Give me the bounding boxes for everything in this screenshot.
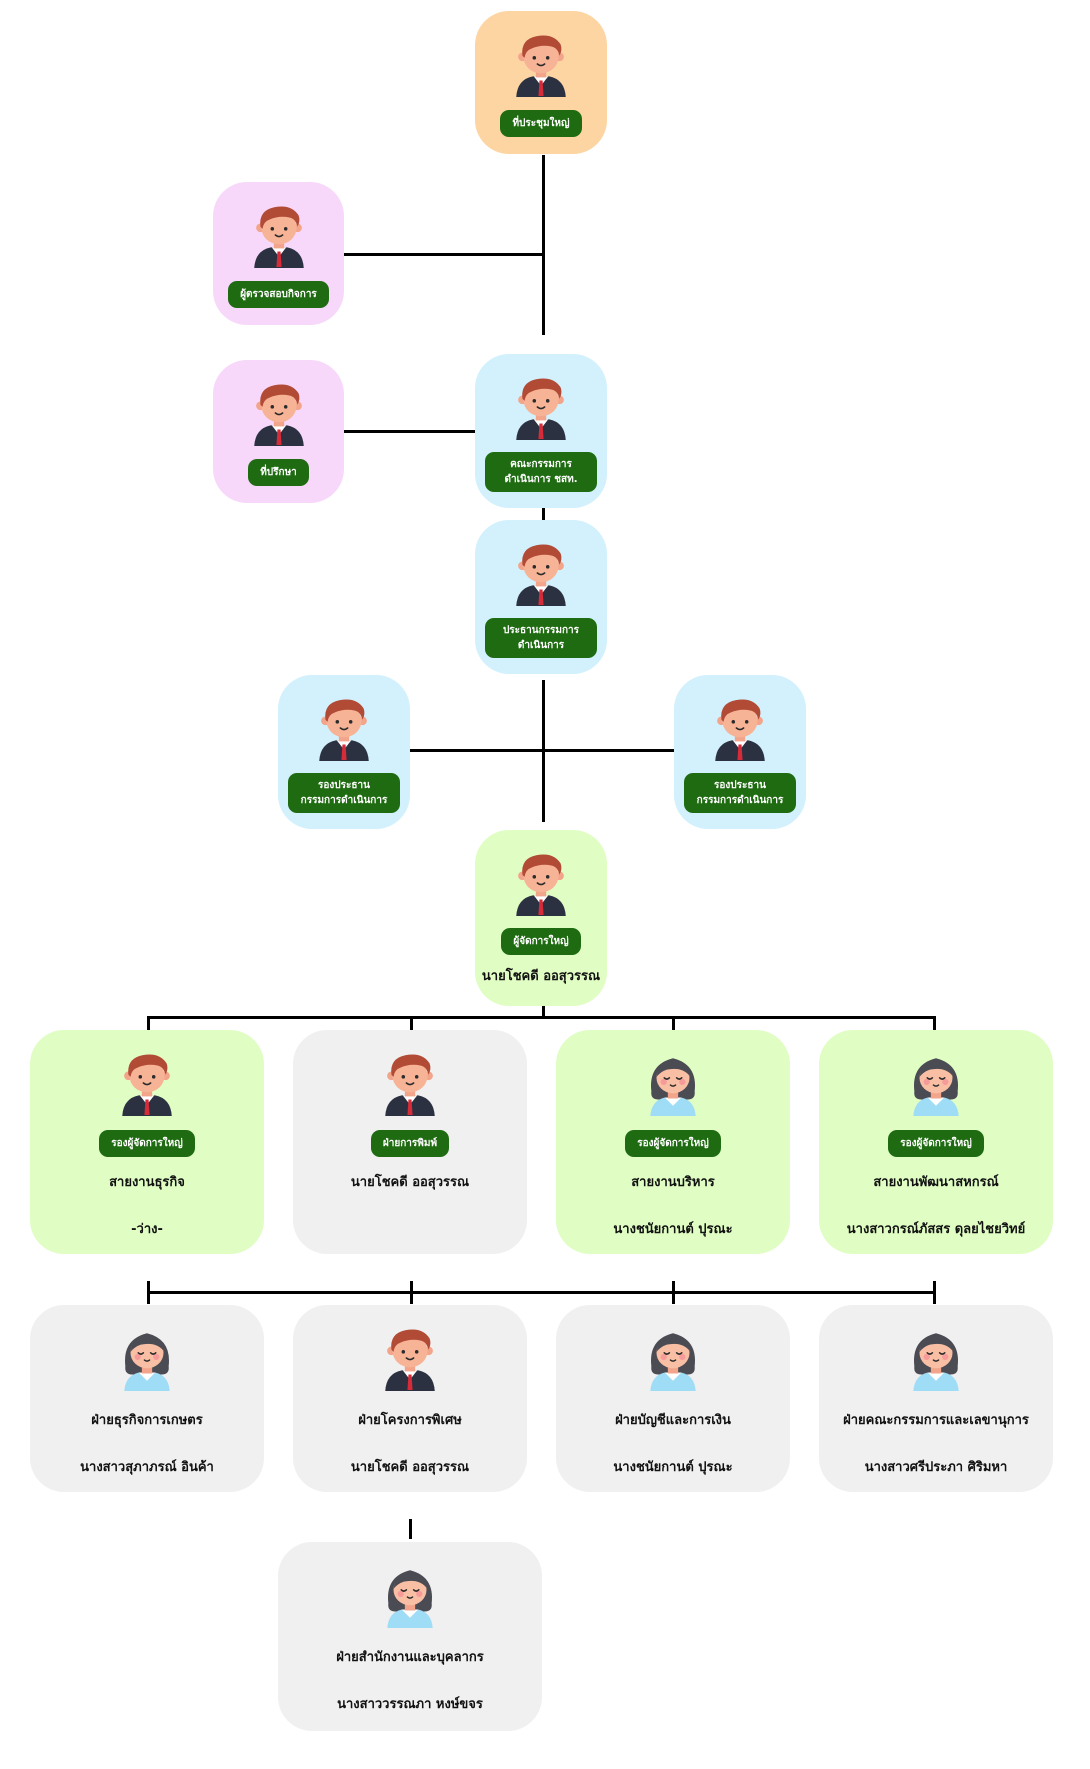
connector-auditor: [343, 253, 544, 256]
role-badge: รองประธาน กรรมการดำเนินการ: [288, 773, 400, 813]
role-badge: ผู้ตรวจสอบกิจการ: [228, 281, 329, 308]
connector-level4-drop-4: [933, 1016, 936, 1030]
connector-level4-drop-1: [147, 1016, 150, 1030]
dept-name: ฝ่ายสำนักงานและบุคลากร: [336, 1650, 484, 1665]
role-badge: รองผู้จัดการใหญ่: [888, 1130, 984, 1157]
connector-vice-chairs: [409, 749, 675, 752]
woman-avatar-icon: [905, 1050, 967, 1116]
person-name: นางสาวศรีประภา ศิริมหา: [864, 1460, 1008, 1475]
role-badge: ที่ประชุมใหญ่: [500, 110, 582, 137]
node-board-chair: ประธานกรรมการ ดำเนินการ: [475, 520, 607, 674]
node-printing-dept: ฝ่ายการพิมพ์ นายโชคดี ออสุวรรณ: [293, 1030, 527, 1254]
node-agri-business: ฝ่ายธุรกิจการเกษตร นางสาวสุภาภรณ์ อินค้า: [30, 1305, 264, 1492]
woman-avatar-icon: [379, 1562, 441, 1628]
connector-advisor: [343, 430, 476, 433]
person-name: นายโชคดี ออสุวรรณ: [350, 1460, 470, 1475]
node-deputy-admin: รองผู้จัดการใหญ่ สายงานบริหาร นางชนัยกาน…: [556, 1030, 790, 1254]
role-line-1: รองประธาน: [714, 780, 766, 791]
role-line-2: กรรมการดำเนินการ: [300, 795, 388, 806]
role-line-2: กรรมการดำเนินการ: [696, 795, 784, 806]
role-badge: รองประธาน กรรมการดำเนินการ: [684, 773, 796, 813]
connector-level6: [409, 1519, 412, 1539]
connector-level5-stub-1: [147, 1281, 150, 1304]
person-name: นางสาวสุภาภรณ์ อินค้า: [80, 1460, 214, 1475]
node-accounting-finance: ฝ่ายบัญชีและการเงิน นางชนัยกานต์ ปุรณะ: [556, 1305, 790, 1492]
role-line-1: รองประธาน: [318, 780, 370, 791]
node-board: คณะกรรมการ ดำเนินการ ชสท.: [475, 354, 607, 508]
connector-level4-drop-3: [672, 1016, 675, 1030]
node-auditor: ผู้ตรวจสอบกิจการ: [213, 182, 344, 325]
dept-name: สายงานพัฒนาสหกรณ์: [873, 1175, 999, 1190]
node-general-meeting: ที่ประชุมใหญ่: [475, 11, 607, 154]
person-name: นางชนัยกานต์ ปุรณะ: [613, 1460, 733, 1475]
man-avatar-icon: [248, 380, 310, 446]
connector-level5-bar: [147, 1291, 936, 1294]
man-avatar-icon: [709, 695, 771, 761]
role-line-2: ดำเนินการ: [517, 640, 565, 651]
man-avatar-icon: [379, 1325, 441, 1391]
node-vice-chair-right: รองประธาน กรรมการดำเนินการ: [674, 675, 806, 829]
man-avatar-icon: [313, 695, 375, 761]
man-avatar-icon: [510, 540, 572, 606]
dept-name: ฝ่ายคณะกรรมการและเลขานุการ: [843, 1413, 1029, 1428]
dept-name: สายงานบริหาร: [631, 1175, 715, 1190]
node-deputy-coop-dev: รองผู้จัดการใหญ่ สายงานพัฒนาสหกรณ์ นางสา…: [819, 1030, 1053, 1254]
node-special-projects: ฝ่ายโครงการพิเศษ นายโชคดี ออสุวรรณ: [293, 1305, 527, 1492]
woman-avatar-icon: [905, 1325, 967, 1391]
role-badge: ผู้จัดการใหญ่: [501, 928, 581, 955]
node-advisor: ที่ปรึกษา: [213, 360, 344, 503]
dept-name: ฝ่ายบัญชีและการเงิน: [615, 1413, 731, 1428]
connector-gm-bottom: [542, 1002, 545, 1018]
connector-level4-bar: [147, 1016, 936, 1019]
role-badge: รองผู้จัดการใหญ่: [625, 1130, 721, 1157]
node-deputy-business: รองผู้จัดการใหญ่ สายงานธุรกิจ -ว่าง-: [30, 1030, 264, 1254]
connector-main-top: [542, 155, 545, 335]
connector-board-chair: [542, 508, 545, 520]
person-name: นายโชคดี ออสุวรรณ: [350, 1175, 470, 1190]
dept-name: ฝ่ายโครงการพิเศษ: [358, 1413, 462, 1428]
node-general-manager: ผู้จัดการใหญ่ นายโชคดี ออสุวรรณ: [475, 830, 607, 1006]
dept-name: สายงานธุรกิจ: [109, 1175, 185, 1190]
role-badge: คณะกรรมการ ดำเนินการ ชสท.: [485, 452, 597, 492]
role-badge: ฝ่ายการพิมพ์: [370, 1130, 450, 1157]
role-badge: รองผู้จัดการใหญ่: [99, 1130, 195, 1157]
woman-avatar-icon: [116, 1325, 178, 1391]
man-avatar-icon: [510, 850, 572, 916]
node-office-hr: ฝ่ายสำนักงานและบุคลากร นางสาววรรณภา หงษ์…: [278, 1542, 542, 1731]
role-line-2: ดำเนินการ ชสท.: [504, 474, 578, 485]
man-avatar-icon: [116, 1050, 178, 1116]
dept-name: ฝ่ายธุรกิจการเกษตร: [91, 1413, 203, 1428]
role-line-1: คณะกรรมการ: [510, 459, 572, 470]
person-name: นางชนัยกานต์ ปุรณะ: [613, 1222, 733, 1237]
person-name: นายโชคดี ออสุวรรณ: [481, 969, 601, 984]
node-board-secretariat: ฝ่ายคณะกรรมการและเลขานุการ นางสาวศรีประภ…: [819, 1305, 1053, 1492]
connector-level5-stub-3: [672, 1281, 675, 1304]
woman-avatar-icon: [642, 1050, 704, 1116]
person-name: -ว่าง-: [131, 1222, 163, 1237]
role-line-1: ประธานกรรมการ: [502, 625, 580, 636]
connector-level4-drop-2: [410, 1016, 413, 1030]
node-vice-chair-left: รองประธาน กรรมการดำเนินการ: [278, 675, 410, 829]
woman-avatar-icon: [642, 1325, 704, 1391]
role-badge: ประธานกรรมการ ดำเนินการ: [485, 618, 597, 658]
connector-level5-stub-4: [933, 1281, 936, 1304]
man-avatar-icon: [510, 31, 572, 97]
man-avatar-icon: [248, 202, 310, 268]
person-name: นางสาวกรณ์ภัสสร ดุลยไชยวิทย์: [846, 1222, 1026, 1237]
person-name: นางสาววรรณภา หงษ์ขจร: [337, 1697, 483, 1712]
role-badge: ที่ปรึกษา: [248, 459, 309, 486]
man-avatar-icon: [510, 374, 572, 440]
connector-level5-stub-2: [410, 1281, 413, 1304]
man-avatar-icon: [379, 1050, 441, 1116]
